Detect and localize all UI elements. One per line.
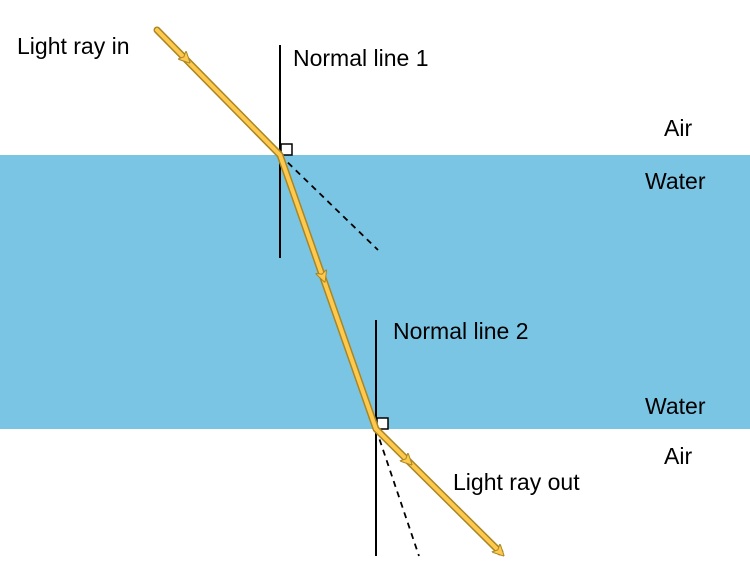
light-ray [153, 26, 504, 556]
label-ray-out: Light ray out [453, 469, 580, 495]
label-ray-in: Light ray in [17, 33, 130, 59]
label-water-top: Water [645, 168, 706, 194]
label-air-bottom: Air [664, 443, 692, 469]
label-air-top: Air [664, 115, 692, 141]
dashed-extension-2 [375, 428, 420, 557]
label-water-bottom: Water [645, 393, 706, 419]
right-angle-marker-1 [280, 143, 293, 156]
label-normal-2: Normal line 2 [393, 318, 529, 344]
dashed-extension-1 [279, 154, 379, 251]
label-normal-1: Normal line 1 [293, 45, 429, 71]
